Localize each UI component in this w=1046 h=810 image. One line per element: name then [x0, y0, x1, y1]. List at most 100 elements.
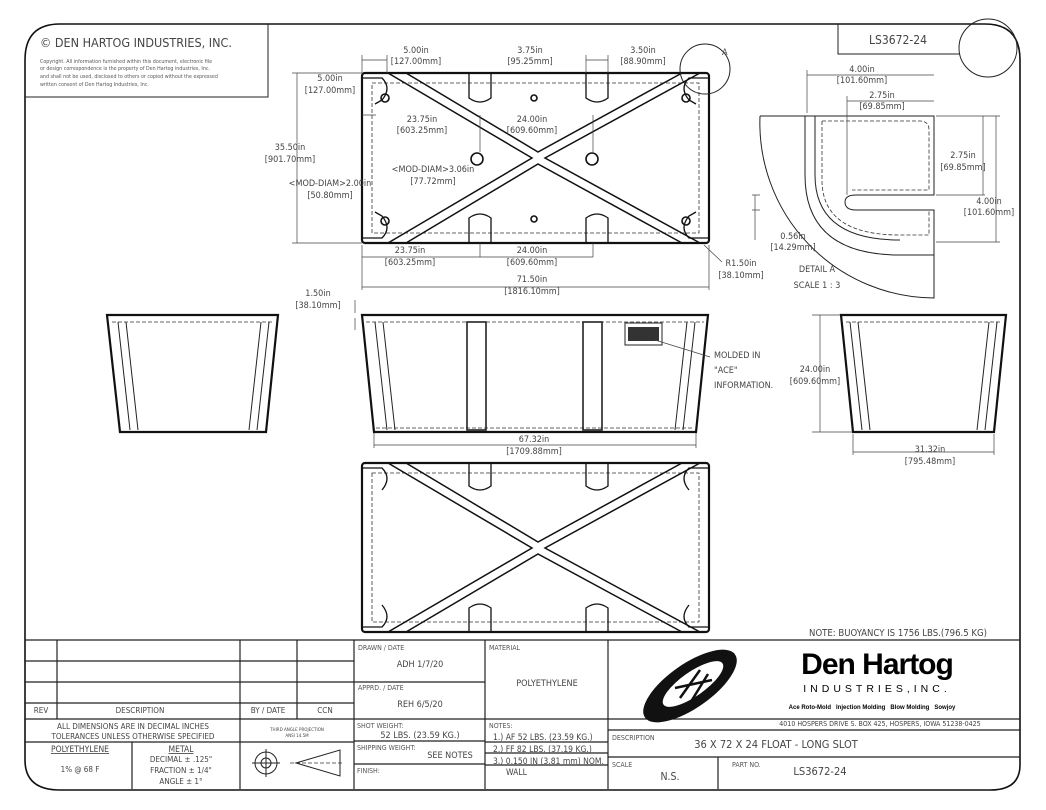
note-item: 1.) AF 52 LBS. (23.59 KG.)	[493, 733, 593, 743]
dim-label: [603.25mm]	[397, 126, 447, 136]
note-item: 2.) FF 82 LBS. (37.19 KG.)	[493, 745, 592, 755]
buoyancy-note: NOTE: BUOYANCY IS 1756 LBS.(796.5 KG)	[809, 628, 987, 639]
finish-label: FINISH:	[357, 767, 380, 775]
dim-label: [77.72mm]	[410, 177, 455, 187]
company-name: © DEN HARTOG INDUSTRIES, INC.	[40, 35, 232, 50]
dim-label: [795.48mm]	[905, 457, 955, 467]
header-part-number: LS3672-24	[869, 33, 927, 47]
left-end-view	[105, 313, 280, 434]
dim-label: 1.50in	[305, 289, 330, 299]
dim-label: R1.50in	[725, 259, 756, 269]
dim-label: [69.85mm]	[859, 102, 904, 112]
dim-label: [901.70mm]	[265, 155, 315, 165]
projection-label: THIRD ANGLE PROJECTION	[269, 727, 324, 733]
note-item: 3.) 0.150 IN (3.81 mm) NOM.	[493, 757, 604, 767]
dim-label: [127.00mm]	[391, 57, 441, 67]
dims-note: ALL DIMENSIONS ARE IN DECIMAL INCHES	[57, 722, 209, 731]
third-angle-projection-icon	[252, 749, 344, 777]
copyright-line: written consent of Den Hartog Industries…	[40, 82, 149, 88]
metal-tolerance: FRACTION ± 1/4"	[150, 766, 212, 775]
dim-label: 24.00in	[517, 246, 548, 256]
apprd-value: REH 6/5/20	[397, 700, 442, 710]
dim-label: 35.50in	[275, 143, 306, 153]
dim-label: <MOD-DIAM>2.00in	[289, 179, 372, 189]
detail-scale: SCALE 1 : 3	[794, 281, 841, 291]
dim-label: [603.25mm]	[385, 258, 435, 268]
scale-value: N.S.	[660, 771, 679, 783]
metal-tolerance: ANGLE ± 1°	[159, 777, 202, 786]
dim-label: 3.50in	[630, 46, 655, 56]
dim-label: 5.00in	[403, 46, 428, 56]
drawn-value: ADH 1/7/20	[397, 660, 444, 670]
bottom-view	[360, 461, 711, 634]
dim-label: 67.32in	[519, 435, 550, 445]
dim-label: [38.10mm]	[718, 271, 763, 281]
shot-weight-label: SHOT WEIGHT:	[357, 722, 403, 730]
rev-header: REV	[34, 706, 49, 715]
shot-weight-value: 52 LBS. (23.59 KG.)	[380, 731, 459, 741]
material-value: POLYETHYLENE	[516, 679, 577, 689]
part-no-value: LS3672-24	[793, 765, 846, 778]
right-end-view: 24.00in [609.60mm] 31.32in [795.48mm]	[790, 313, 1008, 467]
poly-label: POLYETHYLENE	[51, 745, 109, 755]
note-item: WALL	[506, 768, 528, 778]
dim-label: 3.75in	[517, 46, 542, 56]
dim-label: 0.56in	[780, 232, 805, 242]
dim-label: [69.85mm]	[940, 163, 985, 173]
company-address: 4010 HOSPERS DRIVE S. BOX 425, HOSPERS, …	[779, 720, 980, 728]
dim-label: 24.00in	[800, 365, 831, 375]
brand-subtitle: INDUSTRIES,INC.	[803, 683, 951, 695]
detail-callout-circle	[679, 43, 731, 95]
copyright-line: Copyright. All information furnished wit…	[40, 59, 212, 65]
dim-label: 23.75in	[407, 115, 438, 125]
material-label: MATERIAL	[489, 644, 521, 652]
dim-label: 2.75in	[869, 91, 894, 101]
dim-label: 4.00in	[849, 65, 874, 75]
dim-label: [95.25mm]	[507, 57, 552, 67]
poly-tolerance: 1% @ 68 F	[61, 765, 100, 774]
metal-label: METAL	[169, 745, 195, 755]
shipping-weight-value: SEE NOTES	[427, 751, 473, 761]
dim-label: [101.60mm]	[837, 76, 887, 86]
description-header: DESCRIPTION	[116, 706, 165, 715]
copyright-line: and shall not be used, disclosed to othe…	[40, 74, 218, 80]
drawn-label: DRAWN / DATE	[358, 644, 404, 652]
dims-note: TOLERANCES UNLESS OTHERWISE SPECIFIED	[51, 732, 215, 741]
dim-label: 4.00in	[976, 197, 1001, 207]
side-view: 1.50in [38.10mm] 67.32in [1709.88mm] MOL…	[295, 289, 773, 457]
metal-tolerance: DECIMAL ± .125"	[150, 755, 212, 764]
brand-name: Den Hartog	[801, 648, 953, 681]
ace-label-plate	[624, 322, 663, 346]
detail-title: DETAIL A	[799, 265, 836, 275]
copyright-line: or design correspondence is the property…	[40, 66, 210, 72]
description-label: DESCRIPTION	[612, 734, 655, 742]
by-date-header: BY / DATE	[251, 706, 286, 715]
notes-label: NOTES:	[489, 722, 513, 730]
top-view: A 5.00in [127.00mm] 3.75in [95.25mm] 3.5…	[265, 43, 764, 297]
scale-label: SCALE	[612, 761, 632, 769]
apprd-label: APPRD. / DATE	[358, 684, 404, 692]
detail-a-view: 4.00in [101.60mm] 2.75in [69.85mm] 2.75i…	[752, 65, 1014, 299]
copyright-box: © DEN HARTOG INDUSTRIES, INC. Copyright.…	[25, 24, 269, 98]
shipping-weight-label: SHIPPING WEIGHT:	[357, 744, 416, 752]
dim-label: 24.00in	[517, 115, 548, 125]
dim-label: <MOD-DIAM>3.06in	[392, 165, 475, 175]
molded-note: INFORMATION.	[714, 381, 773, 391]
dim-label: [38.10mm]	[295, 301, 340, 311]
dim-label: 5.00in	[317, 74, 342, 84]
dim-label: 71.50in	[517, 275, 548, 285]
molded-note: MOLDED IN	[714, 351, 760, 361]
dim-label: 2.75in	[950, 151, 975, 161]
description-value: 36 X 72 X 24 FLOAT - LONG SLOT	[694, 738, 859, 751]
dim-label: 31.32in	[915, 445, 946, 455]
dim-label: [50.80mm]	[307, 191, 352, 201]
dim-label: [101.60mm]	[964, 208, 1014, 218]
dim-label: 23.75in	[395, 246, 426, 256]
part-number-box: LS3672-24	[837, 18, 1018, 78]
molded-note: "ACE"	[714, 366, 738, 376]
detail-callout-label: A	[722, 48, 728, 58]
title-block: REV DESCRIPTION BY / DATE CCN ALL DIMENS…	[25, 639, 1020, 789]
dim-label: [609.60mm]	[507, 126, 557, 136]
corner-circle	[958, 18, 1018, 78]
